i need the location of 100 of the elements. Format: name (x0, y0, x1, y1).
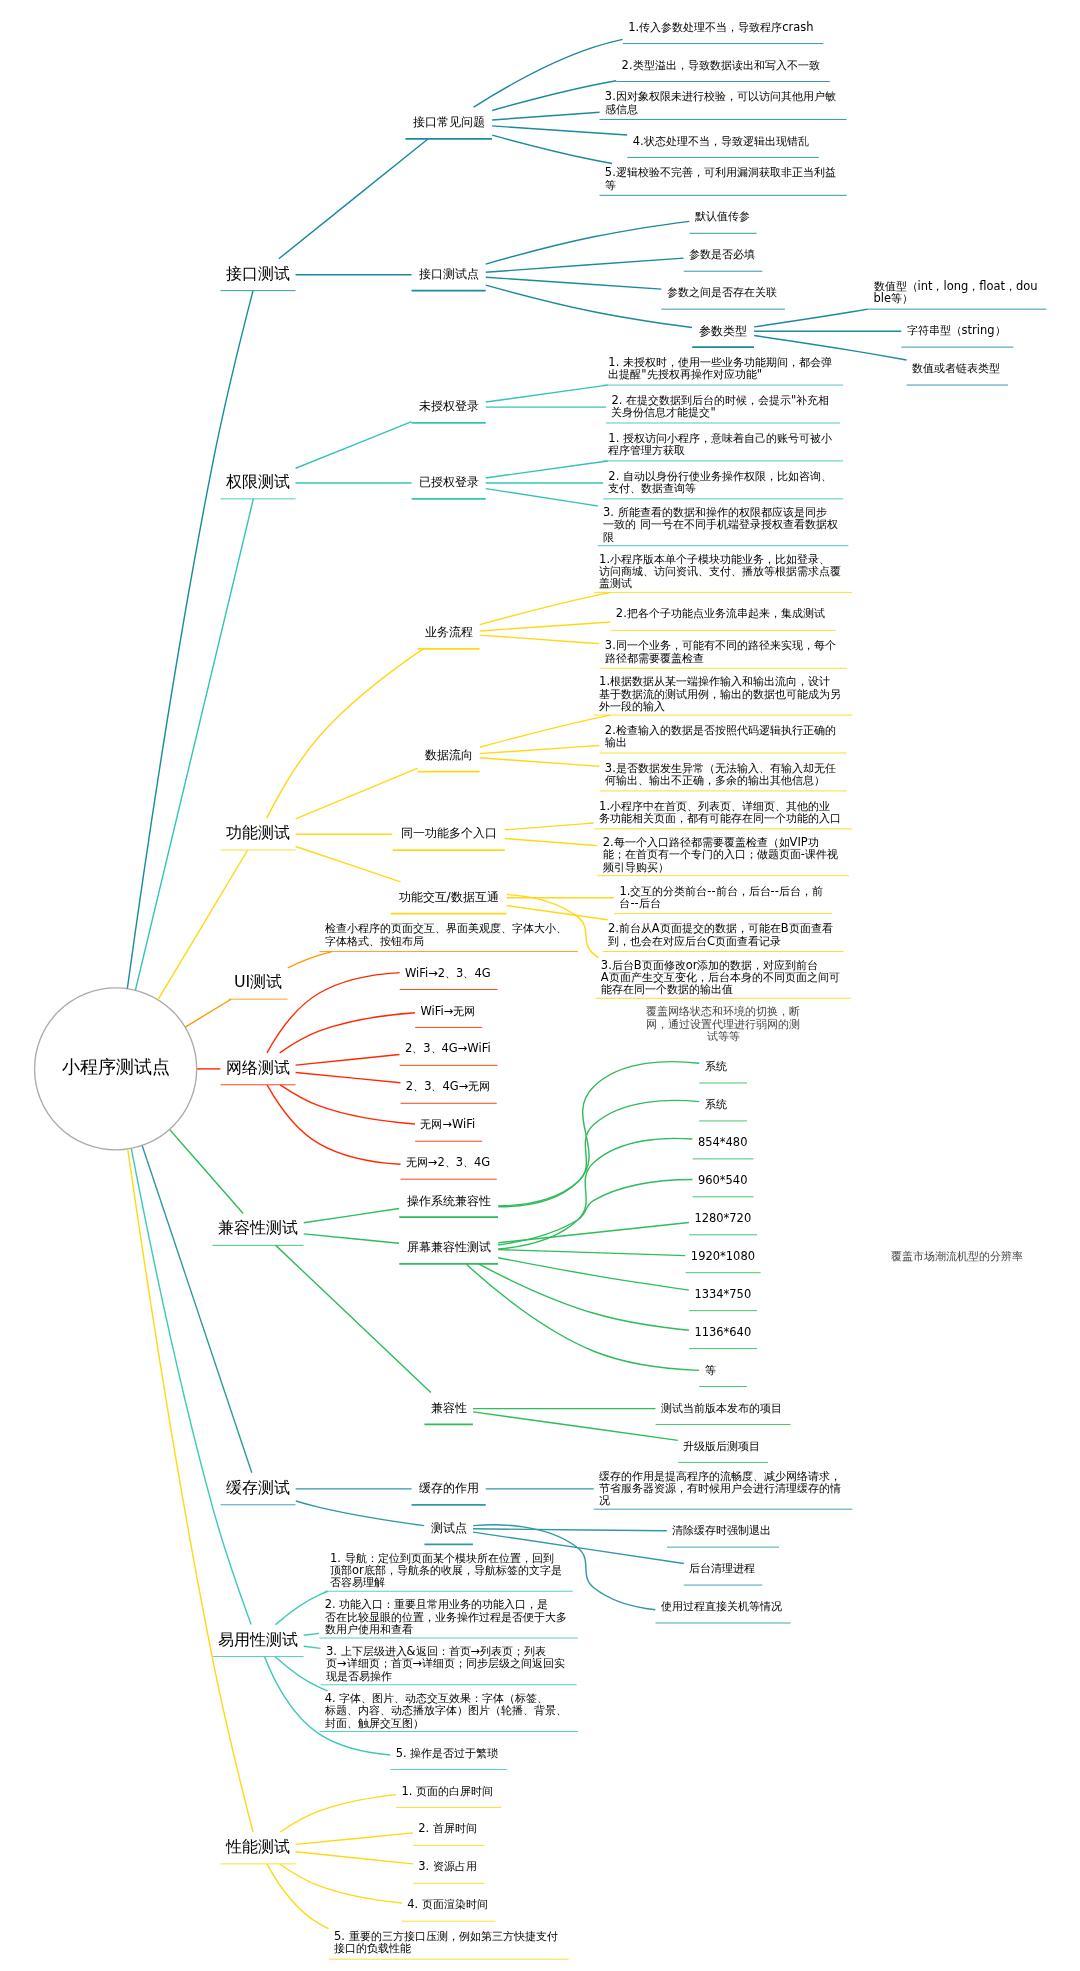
connector (471, 1531, 684, 1565)
node-text: 3. 所能查看的数据和操作的权限都应该是同步一致的 同一号在不同手机端登录授权查看数据权限 (602, 504, 838, 544)
node-text: 权限测试 (225, 471, 290, 491)
node-text: 操作系统兼容性 (406, 1193, 491, 1208)
node-text: 接口测试点 (418, 267, 479, 282)
connector (266, 1084, 401, 1165)
node-text: 业务流程 (424, 625, 473, 640)
node-text: 3.是否数据发生异常（无法输入、有输入却无任何输出、输出不正确，多余的输出其他信息） (604, 760, 836, 788)
connector (294, 420, 412, 469)
node-text: 参数之间是否存在关联 (666, 285, 777, 300)
connector (156, 849, 248, 1001)
node-text: 3.因对象权限未进行校验，可以访问其他用户敏感信息 (604, 89, 836, 116)
node-text: 清除缓存时强制退出 (671, 1523, 771, 1538)
connector (478, 591, 611, 626)
node-text: 3.同一个业务，可能有不同的路径来实现，每个路径都需要覆盖检查 (604, 638, 836, 665)
connector (484, 284, 693, 329)
node-text: 5. 操作是否过于繁琐 (395, 1745, 498, 1760)
connector (491, 80, 617, 112)
connector (478, 744, 600, 755)
node-text: 2.把各个子功能点业务流串起来，集成测试 (615, 606, 825, 621)
connector (484, 406, 607, 408)
connector (265, 648, 424, 819)
node-text: 兼容性 (430, 1400, 467, 1415)
connector (490, 125, 628, 136)
node-text: 1.小程序版本单个子模块功能业务，比如登录、访问商城、访问资讯、支付、播放等根据需求点覆盖测试 (598, 551, 841, 591)
node-text: 默认值传参 (694, 209, 750, 224)
connector (484, 1488, 594, 1490)
node-text: 4. 字体、图片、动态交互效果：字体（标签、标题、内容、动态播放字体）图片（轮播、背景、封面、触屏交互图） (324, 1690, 567, 1730)
node-text: 2.前台从A页面提交的数据，可能在B页面查看到，也会在对应后台C页面查看记录 (607, 921, 833, 948)
connector (294, 1832, 414, 1846)
node-text: 1.根据数据从某一端操作输入和输出流向，设计基于数据流的测试用例，输出的数据也可能成为另外一段的输入 (598, 674, 841, 714)
node-text: 1. 页面的白屏时间 (400, 1783, 493, 1798)
connector (274, 1244, 431, 1394)
connector (478, 621, 611, 632)
connector (294, 1053, 400, 1066)
node-text: 参数类型 (698, 323, 747, 338)
connector (752, 334, 907, 361)
connector (294, 1851, 414, 1865)
node-text: 后台清理进程 (688, 1561, 755, 1576)
connector (505, 897, 615, 899)
connector (279, 1084, 416, 1125)
node-text: 960*540 (697, 1172, 747, 1187)
node-text: 兼容性测试 (217, 1218, 298, 1238)
node-text: 1. 导航：定位到页面某个模块所在位置，回到顶部or底部，导航条的收展，导航标签的文字是否容易理解 (329, 1550, 562, 1590)
node-text: 854*480 (697, 1135, 747, 1149)
node-text: 测试当前版本发布的项目 (660, 1400, 782, 1415)
connector (491, 134, 613, 165)
connector (302, 1632, 320, 1636)
node-text: 缓存的作用 (418, 1481, 479, 1496)
node-text: 2. 在提交数据到后台的时候，会提示"补充相关身份信息才能提交" (610, 392, 829, 420)
connector (277, 138, 429, 260)
connector (503, 822, 594, 831)
node-text: 性能测试 (225, 1836, 290, 1856)
connector (471, 1411, 679, 1442)
node-text: WiFi→无网 (419, 1003, 475, 1018)
connector (195, 1068, 221, 1070)
node-text: 4.状态处理不当，导致逻辑出现错乱 (632, 133, 809, 148)
node-text: 接口测试 (225, 263, 290, 283)
node-text: 3.后台B页面修改or添加的数据，对应到前台A页面产生交互变化，后台本身的不同页面之间可能存在同一个数据的输出值 (600, 957, 840, 997)
node-text: 1.交互的分类前台--前台，后台--后台，前台--后台 (618, 883, 823, 910)
node-text: 1334*750 (693, 1286, 751, 1301)
connector (478, 634, 600, 645)
connector (263, 1655, 391, 1756)
node-text: 参数是否必填 (688, 247, 755, 262)
node-text: 屏幕兼容性测试 (406, 1240, 491, 1255)
node-text: 1. 授权访问小程序，意味着自己的账号可被小程序管理方获取 (607, 430, 832, 458)
node-text: UI测试 (233, 972, 282, 992)
connector (294, 1500, 425, 1527)
connector (274, 1590, 329, 1626)
label: 覆盖网络状态和环境的切换，断网，通过设置代理进行弱网的测试等等 (645, 1004, 800, 1044)
connector (471, 1407, 656, 1410)
node-text: 1920*1080 (690, 1248, 755, 1263)
node-text: 等 (704, 1362, 716, 1377)
connector (302, 1233, 400, 1244)
node-text: 未授权登录 (418, 399, 479, 414)
connector (752, 308, 869, 328)
connector (484, 487, 598, 507)
node-text: 测试点 (430, 1520, 467, 1535)
node-text: 1280*720 (693, 1210, 751, 1225)
node-circle: 小程序测试点 (33, 987, 197, 1151)
node-text: 2.类型溢出，导致数据读出和写入不一致 (621, 57, 820, 72)
node-text: 2. 首屏时间 (417, 1821, 477, 1836)
connector (134, 498, 254, 991)
node-text: 功能交互/数据互通 (398, 889, 499, 904)
connector (294, 845, 401, 883)
node-text: 2、3、4G→WiFi (404, 1041, 491, 1056)
node-text: 系统 (704, 1097, 727, 1112)
connector (265, 1863, 329, 1930)
connector (497, 1060, 700, 1208)
connector (490, 111, 600, 121)
connector (302, 1207, 400, 1224)
node-text: 2. 自动以身份行使业务操作权限，比如咨询、支付、数据查询等 (607, 468, 832, 496)
connector (286, 950, 333, 969)
connector (484, 460, 609, 479)
connector (484, 220, 690, 265)
connector (274, 1656, 328, 1692)
connector (496, 1099, 700, 1207)
connector (477, 1263, 690, 1331)
connector (478, 757, 600, 767)
connector (503, 837, 598, 847)
